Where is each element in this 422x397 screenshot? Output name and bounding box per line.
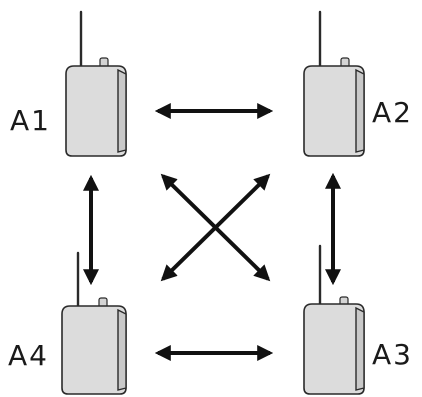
radio-label-a1: A1 (10, 104, 51, 137)
walkie-talkie-icon (65, 10, 127, 157)
radio-label-a2: A2 (372, 96, 413, 129)
radio-a2: A2 (303, 10, 413, 157)
radio-a1: A1 (10, 10, 127, 157)
radio-a3: A3 (303, 244, 413, 395)
walkie-talkie-icon (303, 10, 365, 157)
radio-label-a3: A3 (372, 338, 413, 371)
radio-a4: A4 (8, 251, 127, 395)
arrow-a2-a4 (160, 173, 271, 282)
walkie-talkie-icon (303, 244, 365, 395)
walkie-talkie-icon (61, 251, 127, 395)
radio-label-a4: A4 (8, 339, 49, 372)
